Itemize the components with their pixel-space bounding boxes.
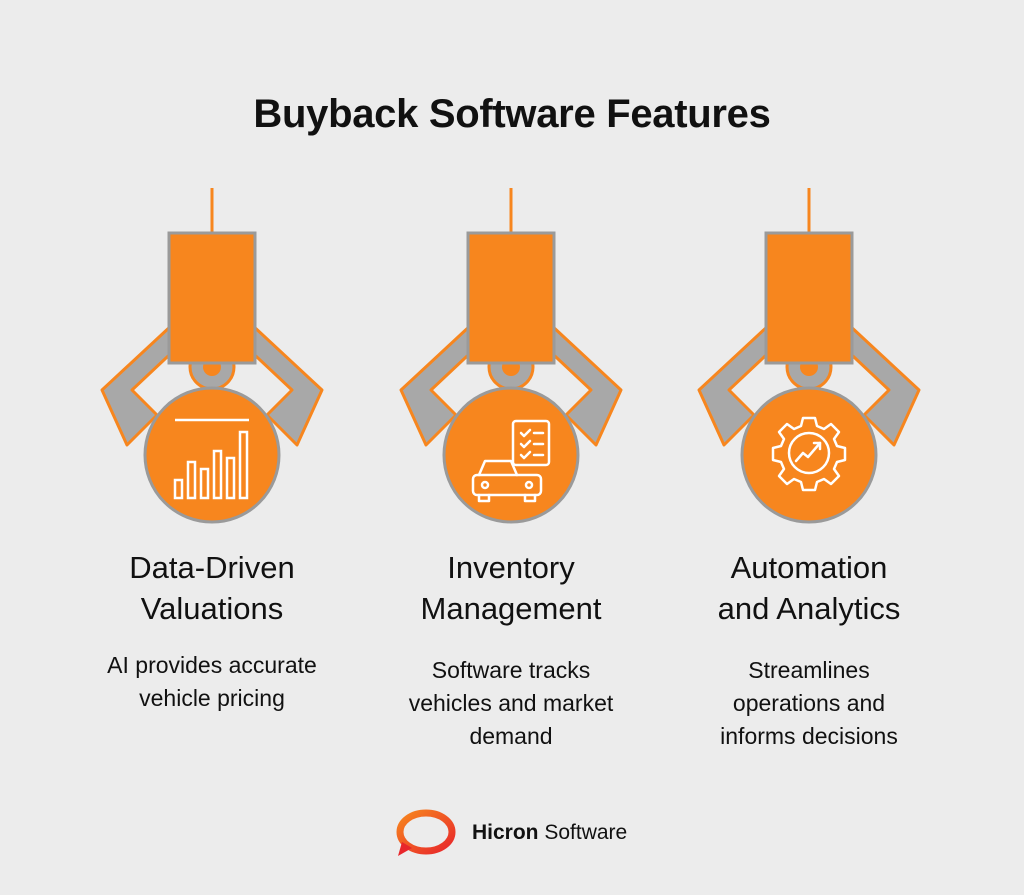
feature-description: Software tracks vehicles and market dema…	[408, 657, 614, 749]
feature-column-inventory: Inventory Management Software tracks veh…	[361, 0, 661, 895]
feature-column-data-driven: Data-Driven Valuations AI provides accur…	[62, 0, 362, 895]
claw-graphic	[399, 188, 623, 524]
feature-heading: Automation and Analytics	[717, 550, 901, 626]
brand-name: Hicron Software	[472, 821, 628, 844]
claw-graphic	[697, 188, 921, 524]
page-title: Buyback Software Features	[253, 92, 771, 136]
feature-heading: Data-Driven Valuations	[129, 550, 295, 626]
bar-chart-icon	[173, 418, 249, 500]
gear-trend-icon	[771, 416, 847, 492]
feature-description: Streamlines operations and informs decis…	[720, 657, 898, 749]
claw-graphic	[100, 188, 324, 524]
footer-brand: Hicron Software	[390, 808, 650, 858]
feature-heading: Inventory Management	[420, 550, 602, 626]
feature-description: AI provides accurate vehicle pricing	[107, 652, 317, 711]
feature-column-automation: Automation and Analytics Streamlines ope…	[659, 0, 959, 895]
hicron-logo	[396, 809, 456, 856]
car-checklist-icon	[471, 419, 551, 503]
